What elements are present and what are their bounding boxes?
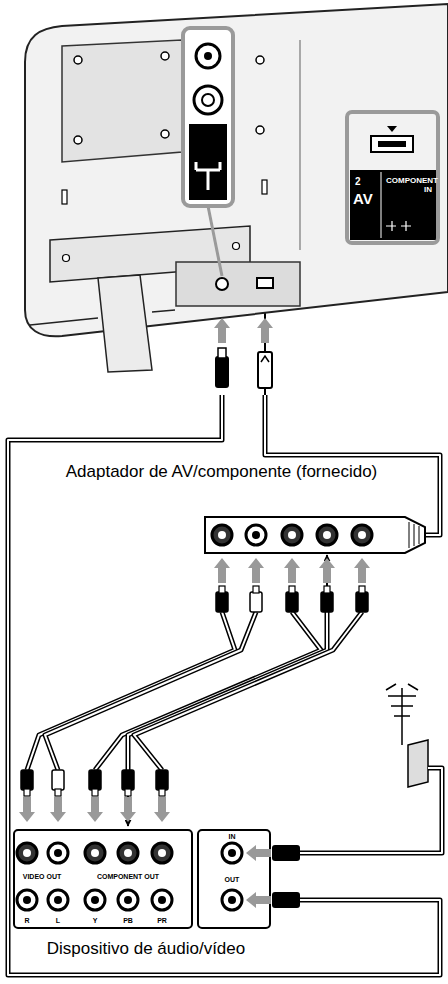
port-label: OUT	[225, 876, 240, 883]
port-label: R	[24, 917, 29, 924]
adapter-box: Adaptador de AV/componente (fornecido)	[10, 460, 433, 555]
port-label: PR	[157, 917, 167, 924]
antenna	[300, 684, 442, 853]
av-component-adapter	[205, 517, 425, 583]
port-label: L	[56, 917, 60, 924]
antenna-callout	[183, 28, 233, 276]
port-name: AV	[353, 190, 373, 207]
port-label: IN	[229, 833, 236, 840]
device-box: Dispositivo de áudio/vídeo	[10, 826, 282, 961]
tv-cables	[8, 318, 440, 975]
adapter-caption: Adaptador de AV/componente (fornecido)	[10, 462, 433, 482]
port-number: 2	[355, 176, 361, 188]
component-in-callout: 2AV COMPONENT IN	[345, 110, 440, 245]
cable-connector	[128, 555, 327, 826]
port-label: PB	[123, 917, 133, 924]
av-device	[14, 797, 300, 928]
port-name: COMPONENT IN	[386, 176, 432, 194]
rca-cables	[21, 586, 368, 796]
port-label: VIDEO OUT	[23, 873, 62, 880]
port-label: COMPONENT OUT	[97, 873, 159, 880]
device-caption: Dispositivo de áudio/vídeo	[10, 939, 282, 959]
port-label: Y	[93, 917, 98, 924]
tv-back	[25, 4, 448, 372]
component-port-icon	[350, 126, 436, 240]
